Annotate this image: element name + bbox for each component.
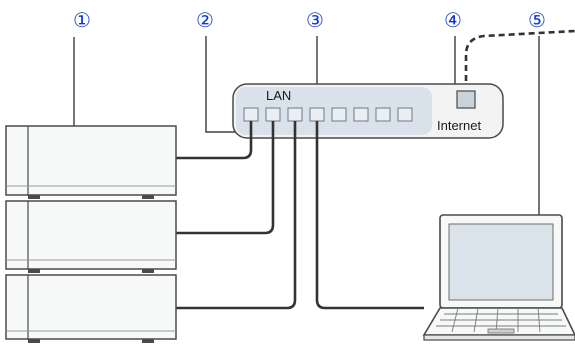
cable-laptop: [315, 121, 424, 310]
callout-5: ⑤: [528, 8, 546, 32]
device-2-foot-right: [142, 269, 154, 273]
lan-label: LAN: [266, 88, 291, 103]
lan-port-8: [397, 107, 413, 122]
callout-4: ④: [444, 8, 462, 32]
callout-1: ①: [73, 8, 91, 32]
router: LAN Internet: [232, 83, 504, 139]
laptop-base: [422, 307, 575, 336]
lan-port-5: [331, 107, 347, 122]
laptop-touchpad: [487, 328, 515, 334]
cable-device-2: [176, 121, 275, 235]
lan-ports: [243, 107, 413, 122]
device-1-foot-left: [28, 195, 40, 199]
device-3-foot-left: [28, 339, 40, 343]
lan-port-6: [353, 107, 369, 122]
device-1-body: [5, 125, 177, 196]
device-1-foot-right: [142, 195, 154, 199]
device-3-foot-right: [142, 339, 154, 343]
laptop-base-bottom: [423, 334, 575, 341]
leader-line-2: [205, 36, 240, 133]
device-1: [5, 125, 177, 199]
device-3: [5, 274, 177, 343]
cable-device-1: [176, 121, 253, 160]
internet-label: Internet: [437, 118, 481, 133]
device-2-foot-left: [28, 269, 40, 273]
callout-2: ②: [196, 8, 214, 32]
device-3-body: [5, 274, 177, 340]
lan-port-2: [265, 107, 281, 122]
laptop-screen: [448, 223, 554, 301]
lan-port-4: [309, 107, 325, 122]
lan-port-1: [243, 107, 259, 122]
laptop-keyboard: [436, 307, 566, 333]
lan-cables: [176, 121, 424, 310]
internet-port: [456, 90, 476, 109]
device-2: [5, 200, 177, 273]
internet-cable: [464, 29, 575, 91]
lan-port-3: [287, 107, 303, 122]
cable-device-3: [176, 121, 297, 310]
laptop: [422, 214, 575, 341]
callout-3: ③: [306, 8, 324, 32]
lan-port-7: [375, 107, 391, 122]
device-2-body: [5, 200, 177, 270]
